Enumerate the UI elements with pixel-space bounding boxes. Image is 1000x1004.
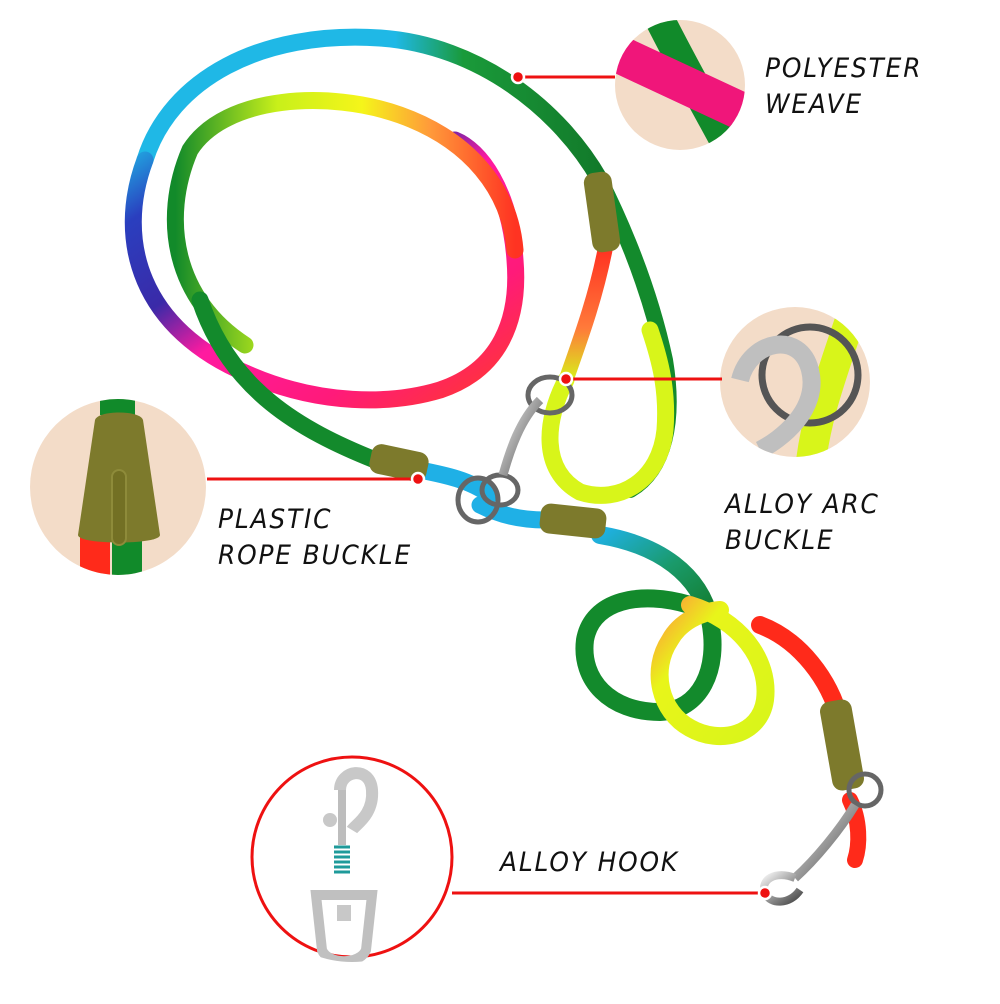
label-alloy-hook: ALLOY HOOK — [500, 845, 679, 881]
detail-plastic-rope-buckle — [30, 399, 206, 575]
metal-hardware — [455, 374, 884, 906]
label-alloy-arc-buckle: ALLOY ARC BUCKLE — [725, 487, 880, 559]
callout-dot-arc-buckle — [558, 371, 574, 387]
detail-polyester-weave — [615, 20, 745, 150]
label-plastic-rope-buckle: PLASTIC ROPE BUCKLE — [218, 502, 412, 574]
label-line: ALLOY HOOK — [500, 847, 680, 878]
label-line: POLYESTER — [765, 53, 923, 84]
label-line: PLASTIC — [218, 504, 333, 535]
leash — [124, 28, 867, 868]
callout-dot-hook — [757, 885, 773, 901]
detail-alloy-hook — [250, 755, 454, 962]
label-line: ROPE BUCKLE — [218, 540, 413, 571]
detail-alloy-arc-buckle — [720, 307, 870, 457]
label-line: WEAVE — [765, 89, 863, 120]
label-polyester-weave: POLYESTER WEAVE — [765, 51, 922, 123]
label-line: ALLOY ARC — [725, 489, 880, 520]
callout-lines — [207, 75, 765, 895]
callout-dots — [410, 69, 773, 901]
callout-dot-rope-buckle — [410, 471, 426, 487]
callout-dot-polyester — [510, 69, 526, 85]
plastic-buckles — [369, 171, 864, 791]
label-line: BUCKLE — [725, 525, 835, 556]
